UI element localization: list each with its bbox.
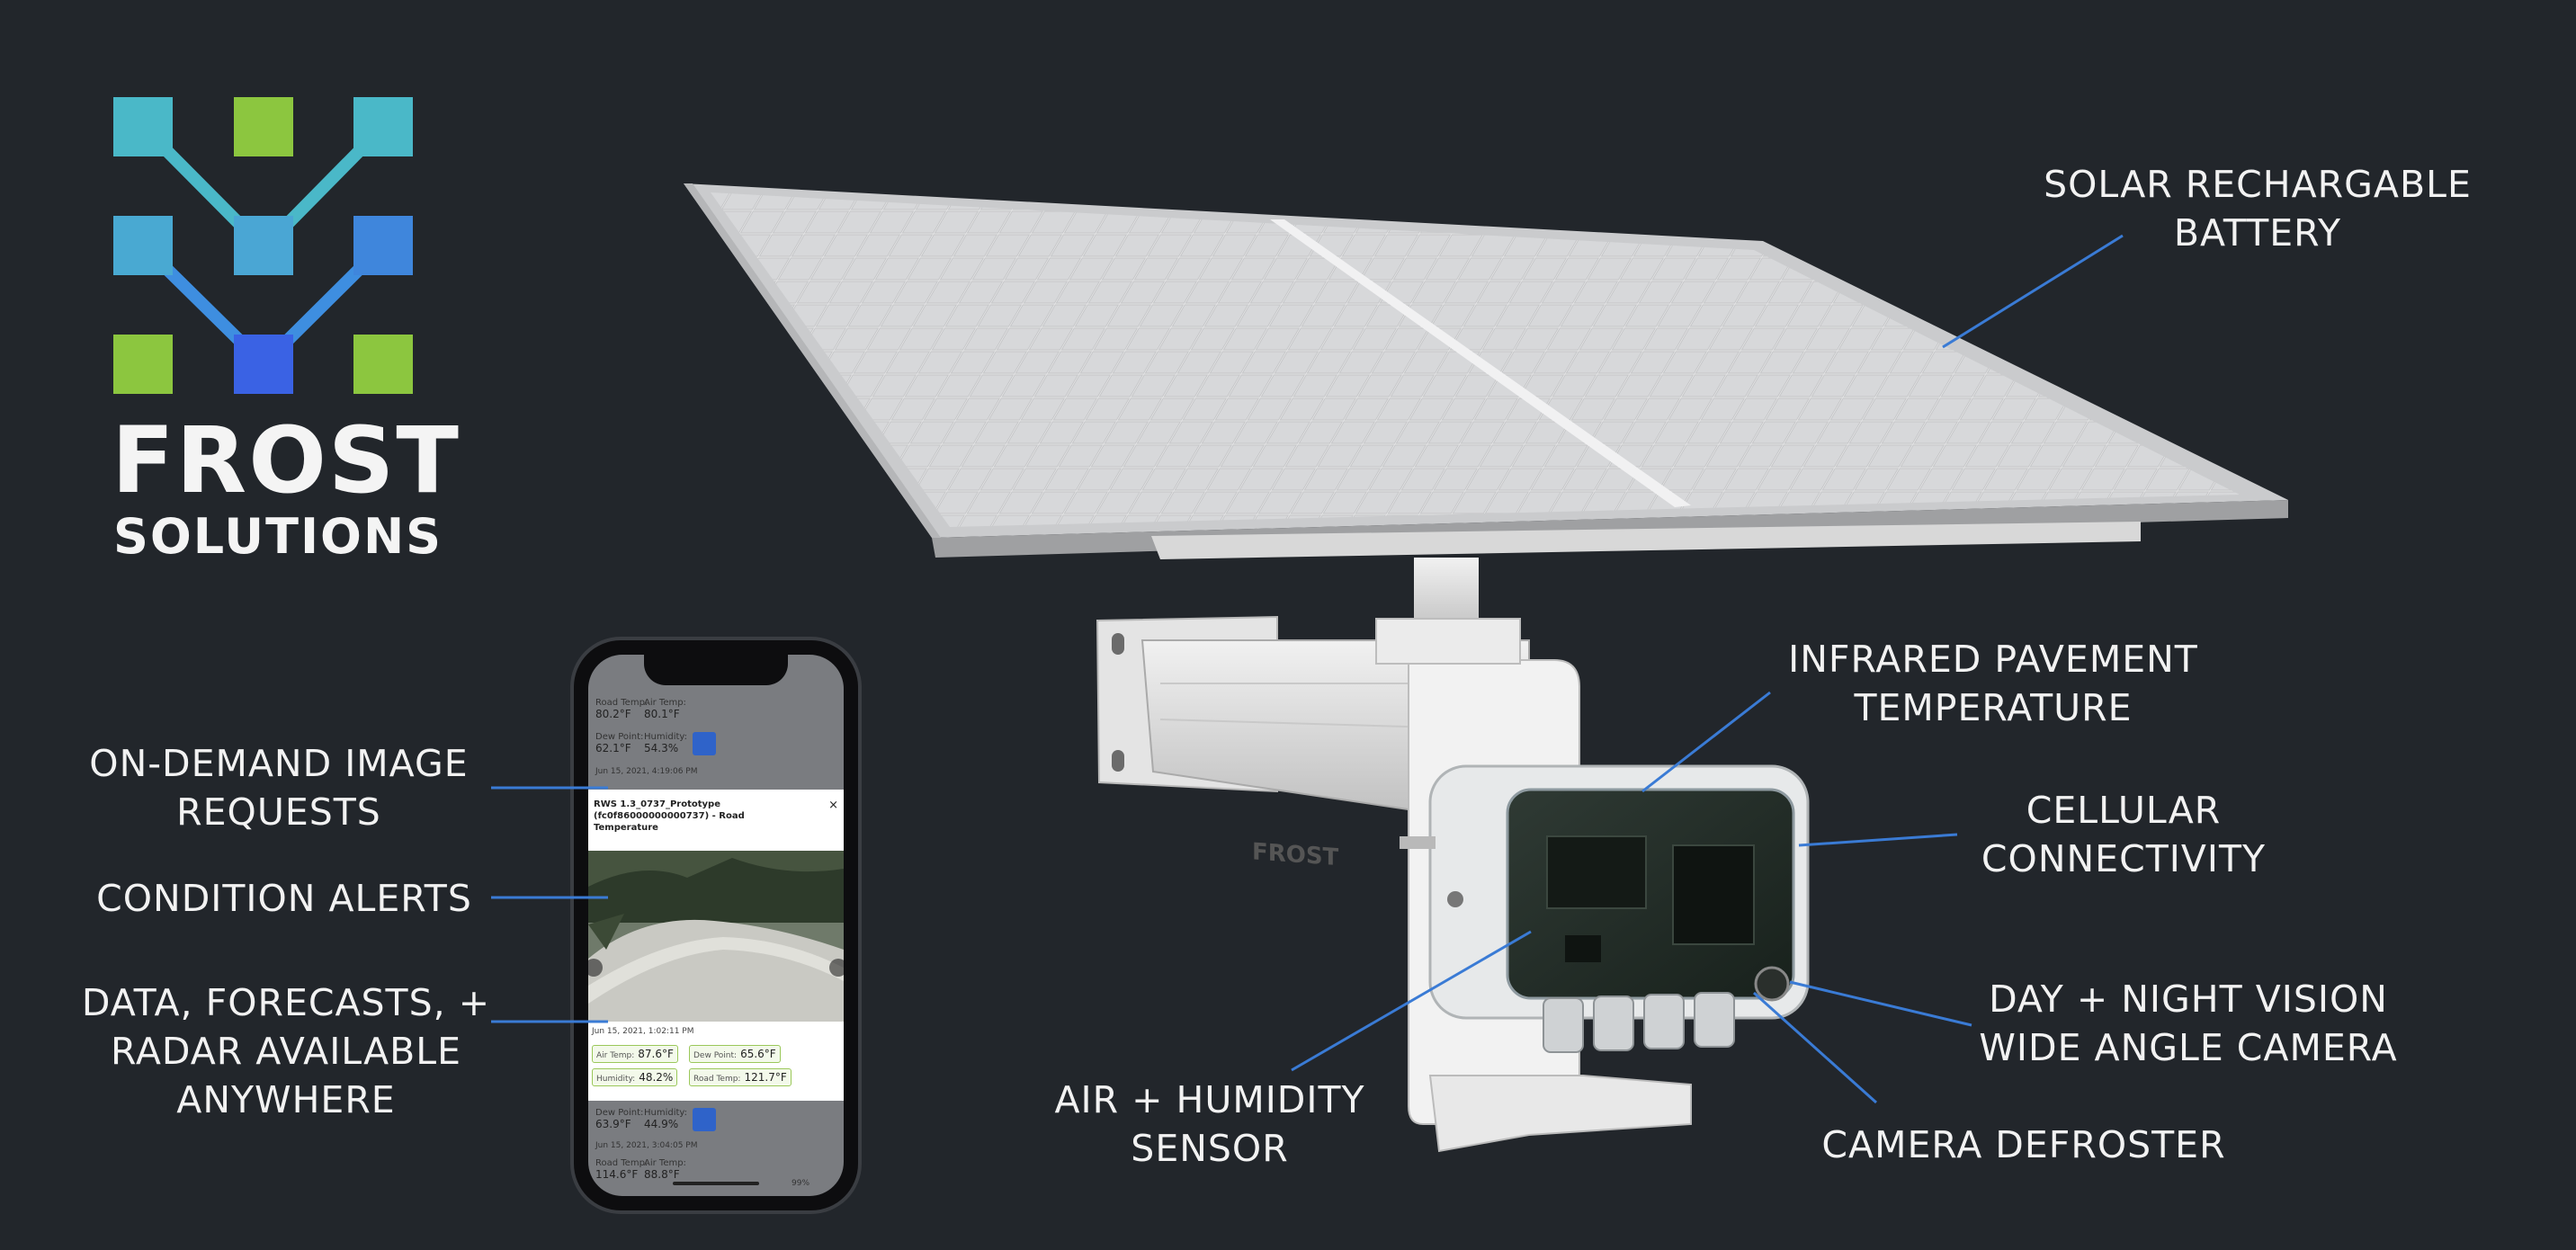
leader-defroster — [1752, 991, 1878, 1104]
callout-condition-alerts: CONDITION ALERTS — [96, 877, 472, 920]
chip-air-temp: Air Temp:87.6°F — [592, 1045, 678, 1063]
close-icon[interactable]: × — [828, 799, 838, 812]
phone-mockup: Road Temp:80.2°F Air Temp:80.1°F Dew Poi… — [574, 640, 858, 1210]
brand-subtitle: SOLUTIONS — [113, 508, 443, 565]
reading-road-temp: Road Temp:80.2°F — [595, 698, 648, 720]
chip-road-temp: Road Temp:121.7°F — [689, 1068, 792, 1086]
leader-infrared — [1641, 691, 1771, 793]
leader-air — [1291, 930, 1532, 1072]
image-request-card: RWS 1.3_0737_Prototype (fc0f860000000007… — [588, 790, 844, 1101]
phone-screen: Road Temp:80.2°F Air Temp:80.1°F Dew Poi… — [588, 655, 844, 1196]
leader-camera — [1789, 980, 1972, 1027]
callout-defroster: CAMERA DEFROSTER — [1821, 1123, 2226, 1166]
reading-dew-point-2: Dew Point:63.9°F — [595, 1108, 644, 1130]
chip-humidity: Humidity:48.2% — [592, 1068, 678, 1086]
card-title: RWS 1.3_0737_Prototype (fc0f860000000007… — [594, 799, 745, 833]
leader-solar — [1942, 234, 2124, 349]
frost-logo-mark — [113, 97, 413, 394]
reading-dew-point: Dew Point:62.1°F — [595, 732, 644, 754]
leader-cellular — [1798, 833, 1958, 847]
image-icon-2[interactable] — [693, 1108, 716, 1131]
home-indicator — [673, 1182, 759, 1185]
reading-humidity-2: Humidity:44.9% — [644, 1108, 687, 1130]
card-timestamp: Jun 15, 2021, 1:02:11 PM — [592, 1027, 694, 1036]
road-camera-image — [588, 851, 844, 1022]
reading-humidity: Humidity:54.3% — [644, 732, 687, 754]
reading-timestamp-2: Jun 15, 2021, 3:04:05 PM — [595, 1141, 698, 1150]
reading-air-temp: Air Temp:80.1°F — [644, 698, 686, 720]
bracket-brand-text: FROST — [1252, 838, 1339, 871]
phone-notch — [644, 655, 788, 685]
brand-name: FROST — [112, 407, 461, 514]
chip-dew-point: Dew Point:65.6°F — [689, 1045, 781, 1063]
image-icon[interactable] — [693, 732, 716, 755]
reading-air-temp-2: Air Temp:88.8°F — [644, 1158, 686, 1181]
zoom-level: 99% — [792, 1179, 810, 1188]
reading-road-temp-2: Road Temp:114.6°F — [595, 1158, 648, 1181]
reading-timestamp: Jun 15, 2021, 4:19:06 PM — [595, 767, 698, 776]
